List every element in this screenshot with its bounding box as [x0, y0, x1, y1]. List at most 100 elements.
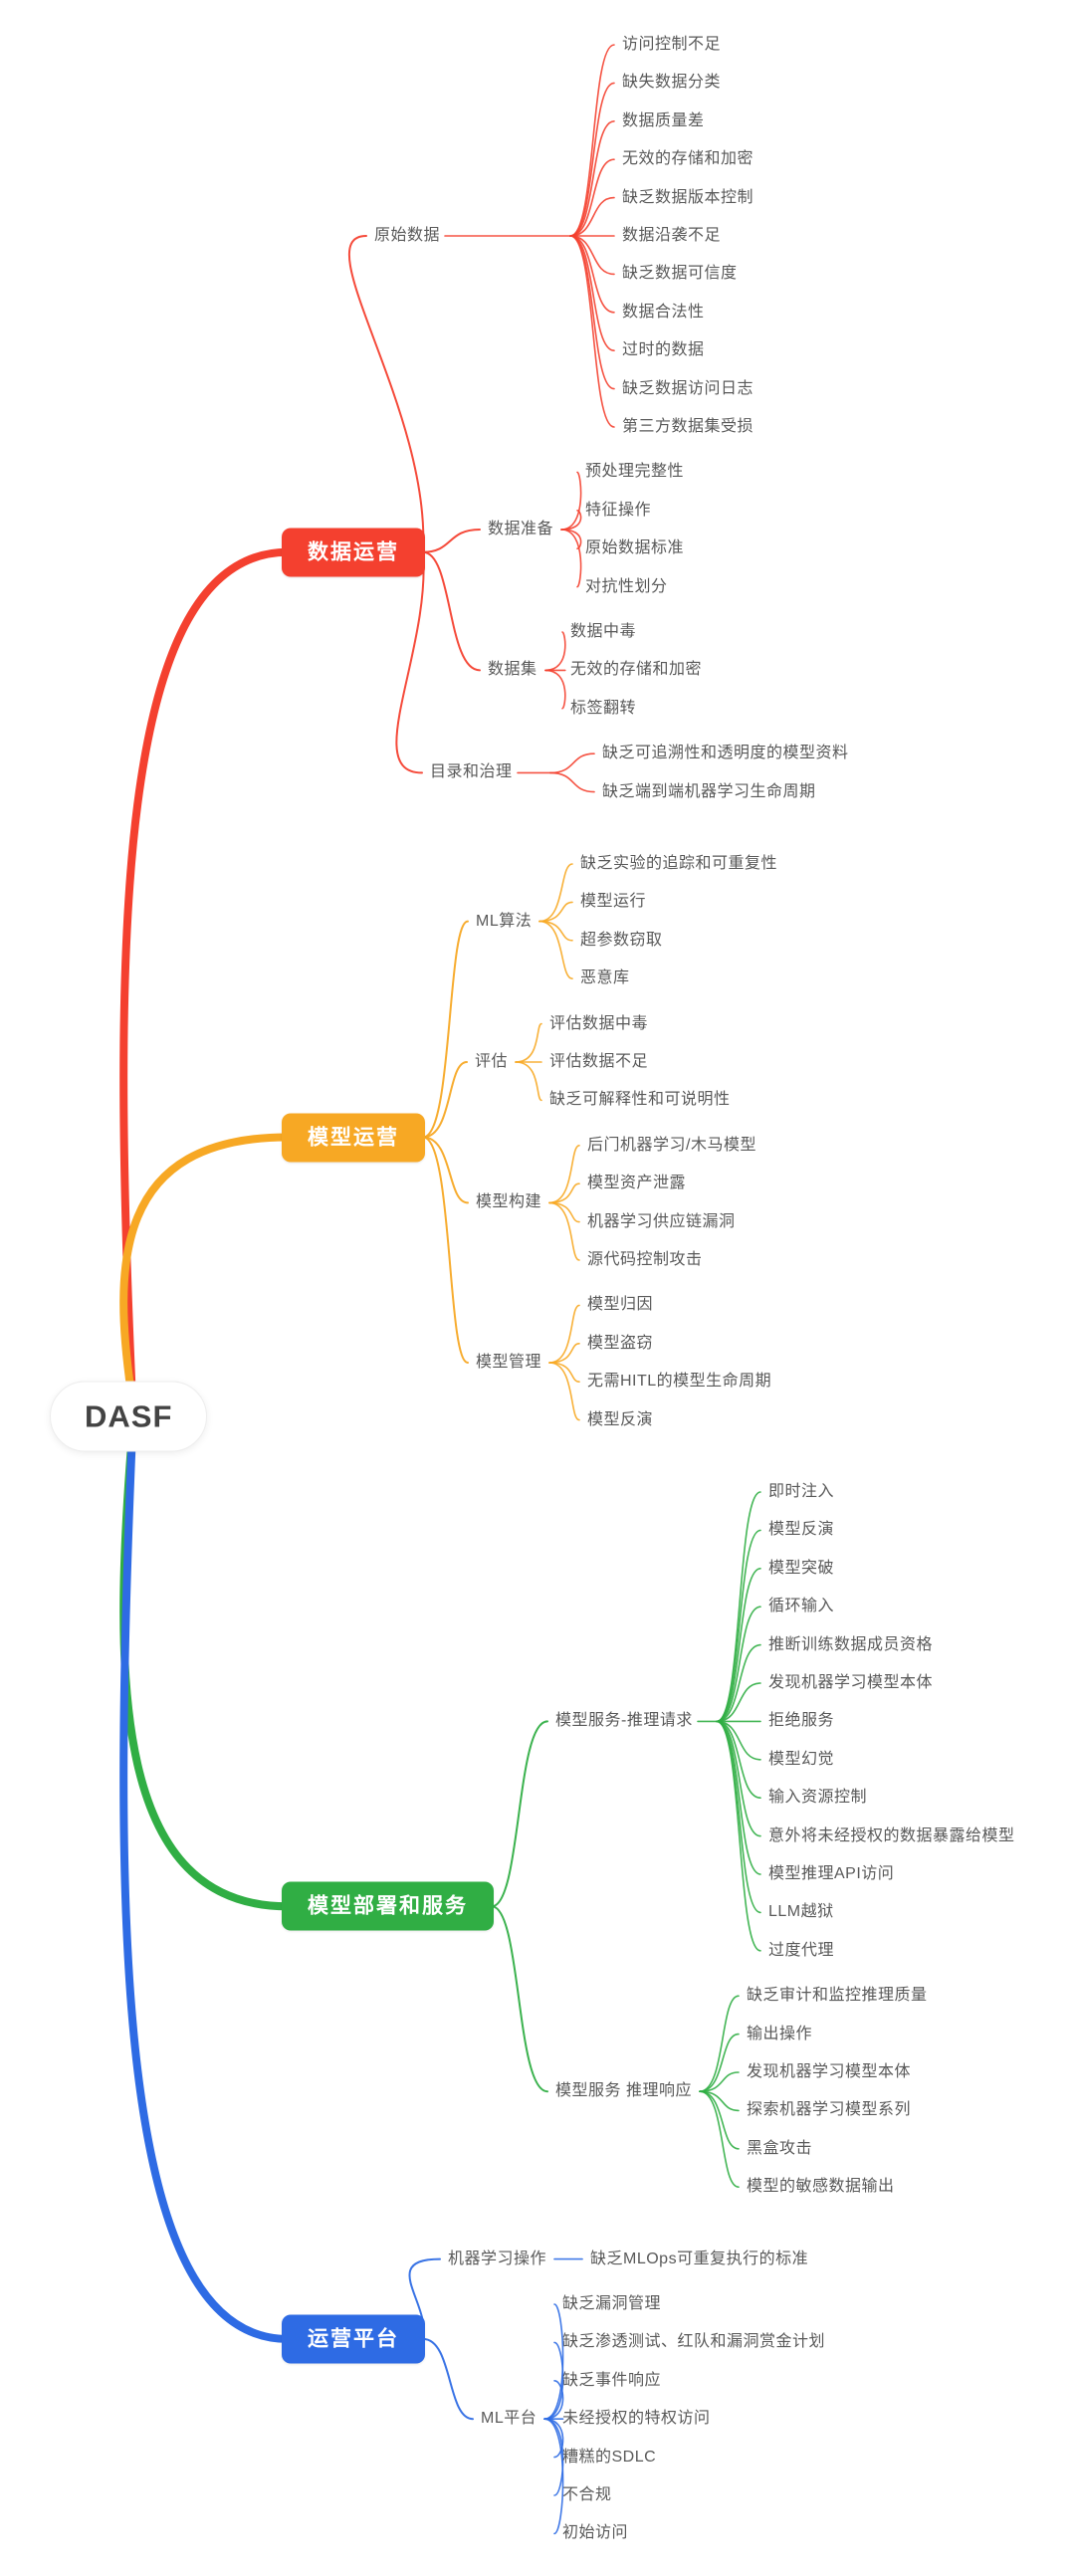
leaf-node[interactable]: 缺乏事件响应: [562, 2371, 662, 2389]
leaf-node[interactable]: 特征操作: [585, 501, 652, 519]
leaf-node[interactable]: 模型资产泄露: [587, 1175, 687, 1192]
connector-branch-leaf: [699, 2071, 740, 2092]
connector-branch-leaf: [548, 1201, 580, 1261]
branch-node-raw-data[interactable]: 原始数据: [374, 227, 441, 244]
section-node-model-operations[interactable]: 模型运营: [282, 1113, 425, 1162]
leaf-node[interactable]: 数据沿袭不足: [622, 227, 722, 244]
leaf-node[interactable]: 无效的存储和加密: [570, 661, 703, 679]
leaf-node[interactable]: 评估数据中毒: [549, 1014, 649, 1032]
branch-node-model-build[interactable]: 模型构建: [476, 1193, 542, 1211]
leaf-node[interactable]: 超参数窃取: [580, 931, 663, 949]
leaf-node[interactable]: 未经授权的特权访问: [562, 2410, 711, 2428]
branch-node-model-management[interactable]: 模型管理: [476, 1354, 542, 1371]
leaf-node[interactable]: 模型反演: [768, 1521, 835, 1539]
connector-section-branch: [491, 1905, 548, 2093]
leaf-node[interactable]: 缺乏可解释性和可说明性: [549, 1091, 731, 1109]
leaf-node[interactable]: 后门机器学习/木马模型: [587, 1136, 756, 1154]
connector-branch-leaf: [699, 1995, 740, 2092]
connector-branch-leaf: [538, 901, 573, 923]
leaf-node[interactable]: LLM越狱: [768, 1903, 834, 1921]
connector-branch-leaf: [548, 1362, 580, 1421]
leaf-node[interactable]: 对抗性划分: [585, 577, 668, 595]
branch-node-evaluation[interactable]: 评估: [475, 1053, 509, 1070]
leaf-node[interactable]: 模型运行: [580, 893, 647, 911]
leaf-node[interactable]: 评估数据不足: [549, 1053, 649, 1070]
leaf-node[interactable]: 模型幻觉: [768, 1750, 835, 1768]
connector-branch-leaf: [543, 2418, 564, 2535]
leaf-node[interactable]: 访问控制不足: [622, 36, 722, 53]
leaf-node[interactable]: 恶意库: [580, 969, 630, 987]
branch-node-machine-learning-operations[interactable]: 机器学习操作: [448, 2250, 547, 2267]
leaf-node[interactable]: 拒绝服务: [768, 1712, 835, 1730]
branch-node-ml-platform[interactable]: ML平台: [481, 2410, 538, 2428]
section-node-model-deployment-and-serving[interactable]: 模型部署和服务: [282, 1881, 494, 1931]
branch-node-model-serving-inference-requests[interactable]: 模型服务-推理请求: [555, 1712, 693, 1730]
leaf-node[interactable]: 模型的敏感数据输出: [747, 2178, 895, 2196]
leaf-node[interactable]: 源代码控制攻击: [587, 1251, 703, 1268]
connector-branch-leaf: [560, 471, 582, 531]
leaf-node[interactable]: 预处理完整性: [585, 463, 685, 481]
connector-branch-leaf: [569, 235, 615, 276]
leaf-node[interactable]: 第三方数据集受损: [622, 418, 754, 435]
leaf-node[interactable]: 数据合法性: [622, 303, 705, 321]
leaf-node[interactable]: 标签翻转: [570, 699, 637, 717]
section-node-operations-platform[interactable]: 运营平台: [282, 2314, 425, 2364]
leaf-node[interactable]: 模型反演: [587, 1410, 654, 1428]
leaf-node[interactable]: 缺乏数据访问日志: [622, 379, 754, 397]
branch-node-datasets[interactable]: 数据集: [488, 661, 538, 679]
leaf-node[interactable]: 模型盗窃: [587, 1334, 654, 1352]
leaf-node[interactable]: 无需HITL的模型生命周期: [587, 1373, 772, 1391]
leaf-node[interactable]: 发现机器学习模型本体: [768, 1674, 934, 1691]
branch-node-ml-algorithms[interactable]: ML算法: [476, 912, 533, 930]
leaf-node[interactable]: 模型突破: [768, 1559, 835, 1577]
connector-branch-leaf: [699, 2090, 740, 2150]
leaf-node[interactable]: 黑盒攻击: [747, 2139, 813, 2157]
leaf-node[interactable]: 缺乏数据可信度: [622, 265, 738, 283]
branch-node-catalog-and-governance[interactable]: 目录和治理: [430, 763, 513, 781]
leaf-node[interactable]: 缺乏MLOps可重复执行的标准: [590, 2250, 809, 2267]
leaf-node[interactable]: 缺失数据分类: [622, 74, 722, 92]
leaf-node[interactable]: 输出操作: [747, 2025, 813, 2042]
leaf-node[interactable]: 数据中毒: [570, 623, 637, 640]
leaf-node[interactable]: 循环输入: [768, 1598, 835, 1615]
leaf-node[interactable]: 缺乏可追溯性和透明度的模型资料: [602, 745, 849, 762]
connector-branch-leaf: [560, 509, 582, 531]
leaf-node[interactable]: 缺乏渗透测试、红队和漏洞赏金计划: [562, 2333, 826, 2351]
leaf-node[interactable]: 探索机器学习模型系列: [747, 2101, 912, 2119]
connector-section-branch: [422, 1136, 469, 1364]
leaf-node[interactable]: 数据质量差: [622, 111, 705, 129]
connector-branch-leaf: [569, 44, 615, 237]
leaf-node[interactable]: 机器学习供应链漏洞: [587, 1212, 736, 1230]
leaf-node[interactable]: 原始数据标准: [585, 539, 685, 557]
leaf-node[interactable]: 推断训练数据成员资格: [768, 1635, 934, 1653]
leaf-node[interactable]: 无效的存储和加密: [622, 150, 754, 168]
connector-branch-leaf: [569, 235, 615, 390]
leaf-node[interactable]: 输入资源控制: [768, 1789, 868, 1807]
connector-branch-leaf: [716, 1643, 761, 1723]
leaf-node[interactable]: 糟糕的SDLC: [562, 2448, 657, 2466]
leaf-node[interactable]: 即时注入: [768, 1483, 835, 1500]
connector-branch-leaf: [548, 1343, 580, 1364]
connector-root-operations-platform: [119, 1428, 292, 2343]
leaf-node[interactable]: 缺乏审计和监控推理质量: [747, 1987, 928, 2005]
leaf-node[interactable]: 缺乏漏洞管理: [562, 2295, 662, 2312]
leaf-node[interactable]: 意外将未经授权的数据暴露给模型: [768, 1826, 1015, 1844]
leaf-node[interactable]: 缺乏端到端机器学习生命周期: [602, 782, 816, 800]
root-node-dasf[interactable]: DASF: [50, 1381, 208, 1452]
branch-node-data-preparation[interactable]: 数据准备: [488, 521, 554, 537]
leaf-node[interactable]: 缺乏数据版本控制: [622, 188, 754, 206]
leaf-node[interactable]: 不合规: [562, 2486, 612, 2503]
section-node-data-operations[interactable]: 数据运营: [282, 528, 425, 577]
leaf-node[interactable]: 模型推理API访问: [768, 1865, 895, 1882]
leaf-node[interactable]: 初始访问: [562, 2524, 629, 2542]
connector-branch-leaf: [569, 158, 615, 237]
connector-root-model-deployment-and-serving: [119, 1428, 292, 1911]
connector-branch-leaf: [560, 529, 582, 588]
leaf-node[interactable]: 过度代理: [768, 1941, 835, 1959]
leaf-node[interactable]: 缺乏实验的追踪和可重复性: [580, 855, 778, 872]
leaf-node[interactable]: 过时的数据: [622, 341, 705, 359]
leaf-node[interactable]: 发现机器学习模型本体: [747, 2063, 912, 2080]
branch-node-model-serving-inference-response[interactable]: 模型服务 推理响应: [555, 2082, 692, 2100]
leaf-node[interactable]: 模型归因: [587, 1296, 654, 1314]
